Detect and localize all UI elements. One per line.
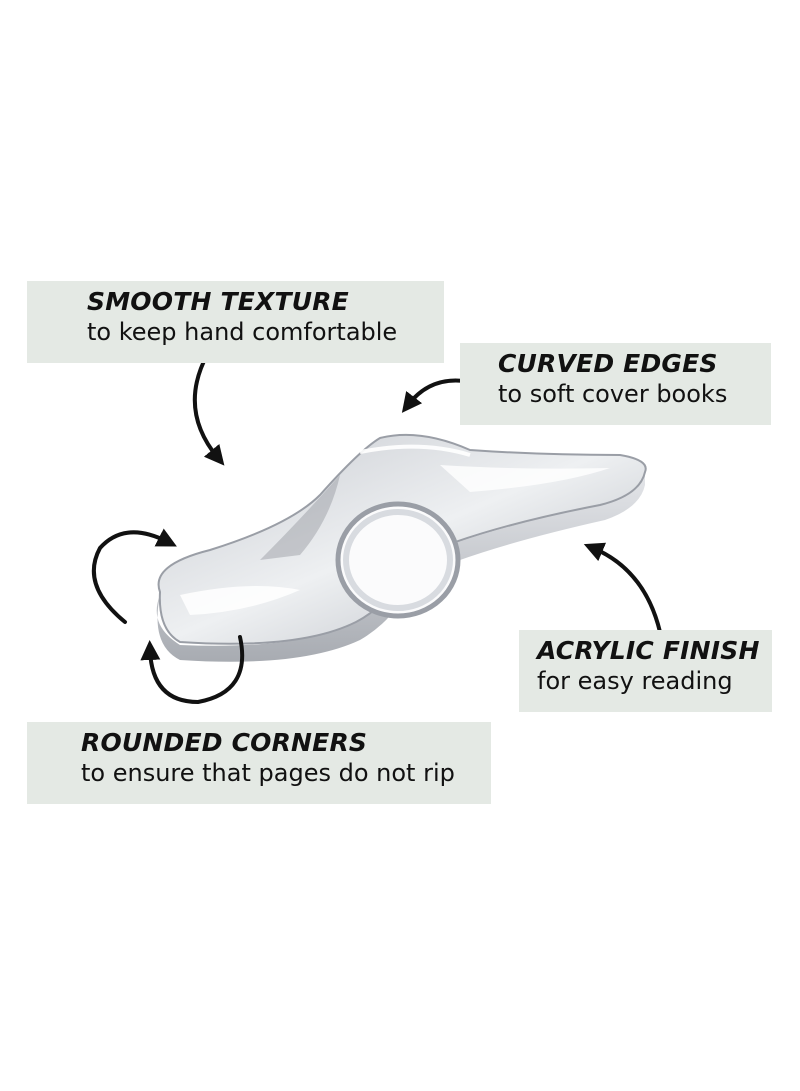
callout-subtitle: to keep hand comfortable <box>87 318 398 346</box>
callout-title: ACRYLIC FINISH <box>537 636 760 665</box>
callout-title: SMOOTH TEXTURE <box>87 287 349 316</box>
callout-curved-edges: CURVED EDGES to soft cover books <box>460 343 771 425</box>
callout-acrylic-finish: ACRYLIC FINISH for easy reading <box>519 630 772 712</box>
thumb-hole <box>335 501 461 619</box>
callout-subtitle: to ensure that pages do not rip <box>81 759 455 787</box>
callout-title: CURVED EDGES <box>498 349 718 378</box>
curved-arrow-icon <box>583 542 662 634</box>
curved-arrow-icon <box>140 635 245 705</box>
callout-smooth-texture: SMOOTH TEXTURE to keep hand comfortable <box>27 281 444 363</box>
callout-rounded-corners: ROUNDED CORNERS to ensure that pages do … <box>27 722 491 804</box>
curved-arrow-icon <box>192 353 225 466</box>
callout-subtitle: for easy reading <box>537 667 733 695</box>
curved-arrow-icon <box>91 528 177 624</box>
callout-title: ROUNDED CORNERS <box>81 728 368 757</box>
callout-subtitle: to soft cover books <box>498 380 728 408</box>
